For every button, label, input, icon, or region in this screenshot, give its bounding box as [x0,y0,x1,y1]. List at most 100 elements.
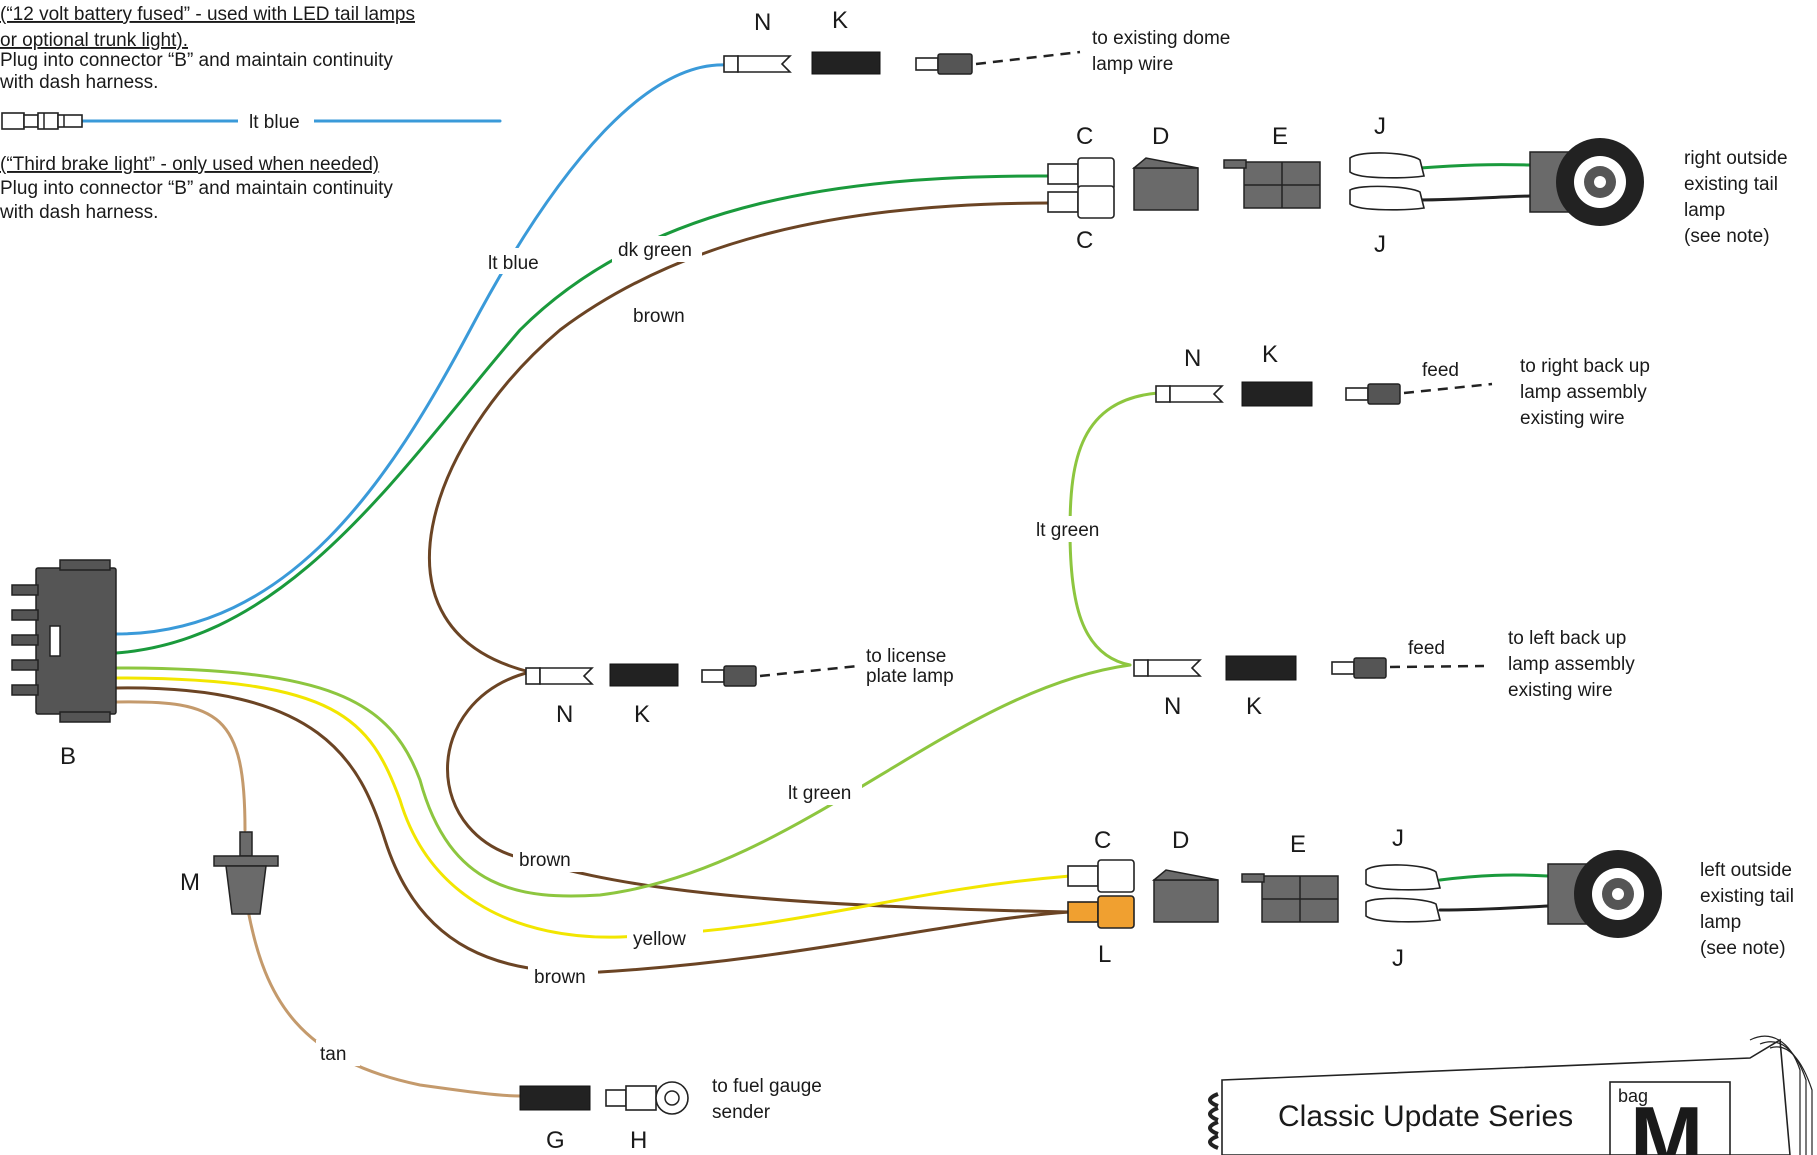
label-tan: tan [320,1044,346,1065]
letter-g: G [546,1127,565,1154]
dest-rtail-2: existing tail [1684,174,1778,195]
letter-j-bot2: J [1392,945,1404,972]
letter-d-top: D [1152,123,1169,150]
female-terminal-icon [525,667,594,685]
fused-wire-label: lt blue [249,112,300,133]
letter-k-rb: K [1262,341,1278,368]
booklet-series-title: Classic Update Series [1278,1100,1573,1133]
male-terminal-icon [1345,383,1401,405]
note-fused-line3: Plug into connector “B” and maintain con… [0,50,393,71]
dest-rback-feed: feed [1422,360,1459,381]
note-brake-line2: Plug into connector “B” and maintain con… [0,178,393,199]
booklet-bag-letter: M [1630,1088,1703,1155]
letter-k-lic: K [634,701,650,728]
spiral-binding-icon [1208,1092,1219,1150]
tail-lamp-left-icon [1547,850,1662,938]
dest-rtail-1: right outside [1684,148,1788,169]
dest-ltail-2: existing tail [1700,886,1794,907]
letter-j-top: J [1374,113,1386,140]
dest-rback-3: existing wire [1520,408,1625,429]
wire-brown-low [114,686,1072,974]
dest-ltail-3: lamp [1700,912,1741,933]
male-terminal-icon [915,53,973,75]
dest-lic-1: to license [866,646,946,667]
left-tail-group: C D E J L J [1067,825,1794,972]
letter-l-bot: L [1098,941,1111,968]
dest-rtail-4: (see note) [1684,226,1770,247]
letter-j-top2: J [1374,231,1386,258]
right-backup-group: N K feed to right back up lamp assembly … [1155,341,1650,429]
connector-l [1067,895,1135,929]
notes: (“12 volt battery fused” - used with LED… [0,4,415,223]
connector-e [1241,873,1339,923]
wire-dk-green [114,174,1052,655]
letter-k-top: K [832,7,848,34]
heat-shrink-g [519,1085,591,1111]
left-backup-group: feed to left back up lamp assembly exist… [1133,628,1635,720]
license-plate-group: N K to license plate lamp [525,646,954,728]
label-lt-blue: lt blue [488,253,539,274]
connector-e [1223,159,1321,209]
letter-n-lb: N [1164,693,1181,720]
connector-d [1151,869,1219,923]
dest-lic-2: plate lamp [866,666,954,687]
letter-e-bot: E [1290,831,1306,858]
letter-c-top: C [1076,123,1093,150]
male-terminal-icon [701,665,757,687]
dest-lback-3: existing wire [1508,680,1613,701]
letter-b: B [60,743,76,770]
heat-shrink-k [609,663,679,687]
note-fused-line4: with dash harness. [0,72,158,93]
wire-lt-green-low [114,663,1132,898]
wire-yellow [114,676,1072,939]
wire-brown-mid [446,670,1072,914]
letter-n-lic: N [556,701,573,728]
label-brown-upper: brown [633,306,685,327]
wire-green-rtail [1418,163,1532,170]
grommet-m: M [180,831,279,915]
female-terminal-icon [1155,385,1224,403]
dest-lback-2: lamp assembly [1508,654,1635,675]
dest-lback-feed: feed [1408,638,1445,659]
dest-rback-1: to right back up [1520,356,1650,377]
label-dk-green: dk green [618,240,692,261]
letter-h: H [630,1127,647,1154]
letter-m: M [180,869,200,896]
booklet: Classic Update Series bag M [1208,1035,1813,1155]
wire-tan [114,700,247,832]
tail-lamp-right-icon [1529,138,1644,226]
terminals-j-top [1349,152,1425,211]
fused-connector-icon [1,112,83,130]
ring-terminal-h-icon [605,1081,689,1115]
connector-c-pair [1047,157,1115,219]
wire-brown-upper [427,201,1052,674]
female-terminal-icon [1133,659,1202,677]
label-brown-mid: brown [519,850,571,871]
note-brake-line3: with dash harness. [0,202,158,223]
note-fused-line1: (“12 volt battery fused” - used with LED… [0,4,415,25]
fuel-gauge-group: G H to fuel gauge sender [519,1076,822,1154]
heat-shrink-k [1225,655,1297,681]
letter-n-rb: N [1184,345,1201,372]
letter-j-bot: J [1392,825,1404,852]
female-terminal-icon [723,55,792,73]
booklet-bag-label: bag [1618,1086,1648,1106]
label-lt-green-top: lt green [1036,520,1099,541]
letter-c-bot: C [1094,827,1111,854]
connector-b: B [11,559,117,770]
dest-dome-2: lamp wire [1092,54,1173,75]
wire-labels: lt blue dk green brown lt green lt green… [316,236,1110,1066]
label-yellow: yellow [633,929,686,950]
dest-lback-1: to left back up [1508,628,1626,649]
dest-dome-1: to existing dome [1092,28,1230,49]
note-brake-line1: (“Third brake light” - only used when ne… [0,154,379,175]
wire-lt-blue [114,63,730,636]
note-fused-line2: or optional trunk light). [0,30,188,51]
dest-ltail-4: (see note) [1700,938,1786,959]
dest-fuel-2: sender [712,1102,771,1123]
connector-c [1067,859,1135,893]
terminals-j-bot [1365,864,1441,923]
dest-rback-2: lamp assembly [1520,382,1647,403]
label-brown-low: brown [534,967,586,988]
